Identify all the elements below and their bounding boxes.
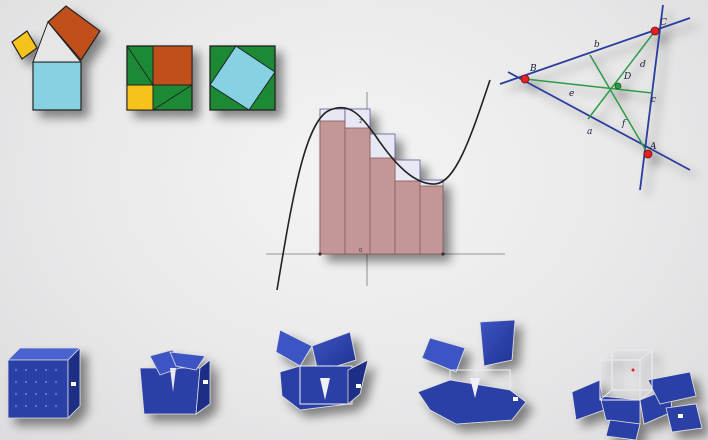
riemann-bar [369, 157, 396, 255]
cubic-curve [276, 79, 491, 291]
pythagoras-figure [11, 5, 101, 111]
cube-half-open [275, 329, 369, 411]
label-f: f [621, 119, 627, 129]
right-triangle [32, 21, 83, 63]
vertex-B [520, 74, 530, 84]
riemann-graph: 2 0 [266, 79, 505, 291]
y-tick-origin: 0 [359, 248, 362, 254]
cube-opening [139, 349, 211, 415]
label-B: B [529, 64, 537, 74]
cube-net [571, 349, 703, 440]
cube-mostly-open [417, 319, 527, 425]
riemann-bar [394, 180, 421, 255]
proof-square-1 [126, 45, 193, 111]
blue-square [32, 61, 82, 111]
label-D: D [623, 72, 631, 82]
proof-square-2 [209, 45, 276, 111]
riemann-bar [319, 120, 346, 255]
riemann-bar [344, 127, 371, 255]
vertex-C [650, 26, 660, 36]
label-c: c [651, 95, 656, 105]
label-C: C [660, 18, 667, 28]
triangle-construction [499, 4, 691, 191]
cube-closed [7, 347, 81, 419]
vertex-A [643, 149, 653, 159]
label-e: e [569, 89, 574, 99]
label-d: d [640, 60, 646, 70]
label-A: A [649, 142, 657, 152]
riemann-bar [419, 185, 444, 255]
triangle-labels: B C D A b d e c a f [529, 18, 667, 152]
yellow-square [11, 30, 38, 60]
label-b: b [594, 40, 600, 50]
label-a: a [587, 127, 592, 137]
brown-square [47, 5, 101, 61]
y-tick-top: 2 [359, 119, 362, 125]
